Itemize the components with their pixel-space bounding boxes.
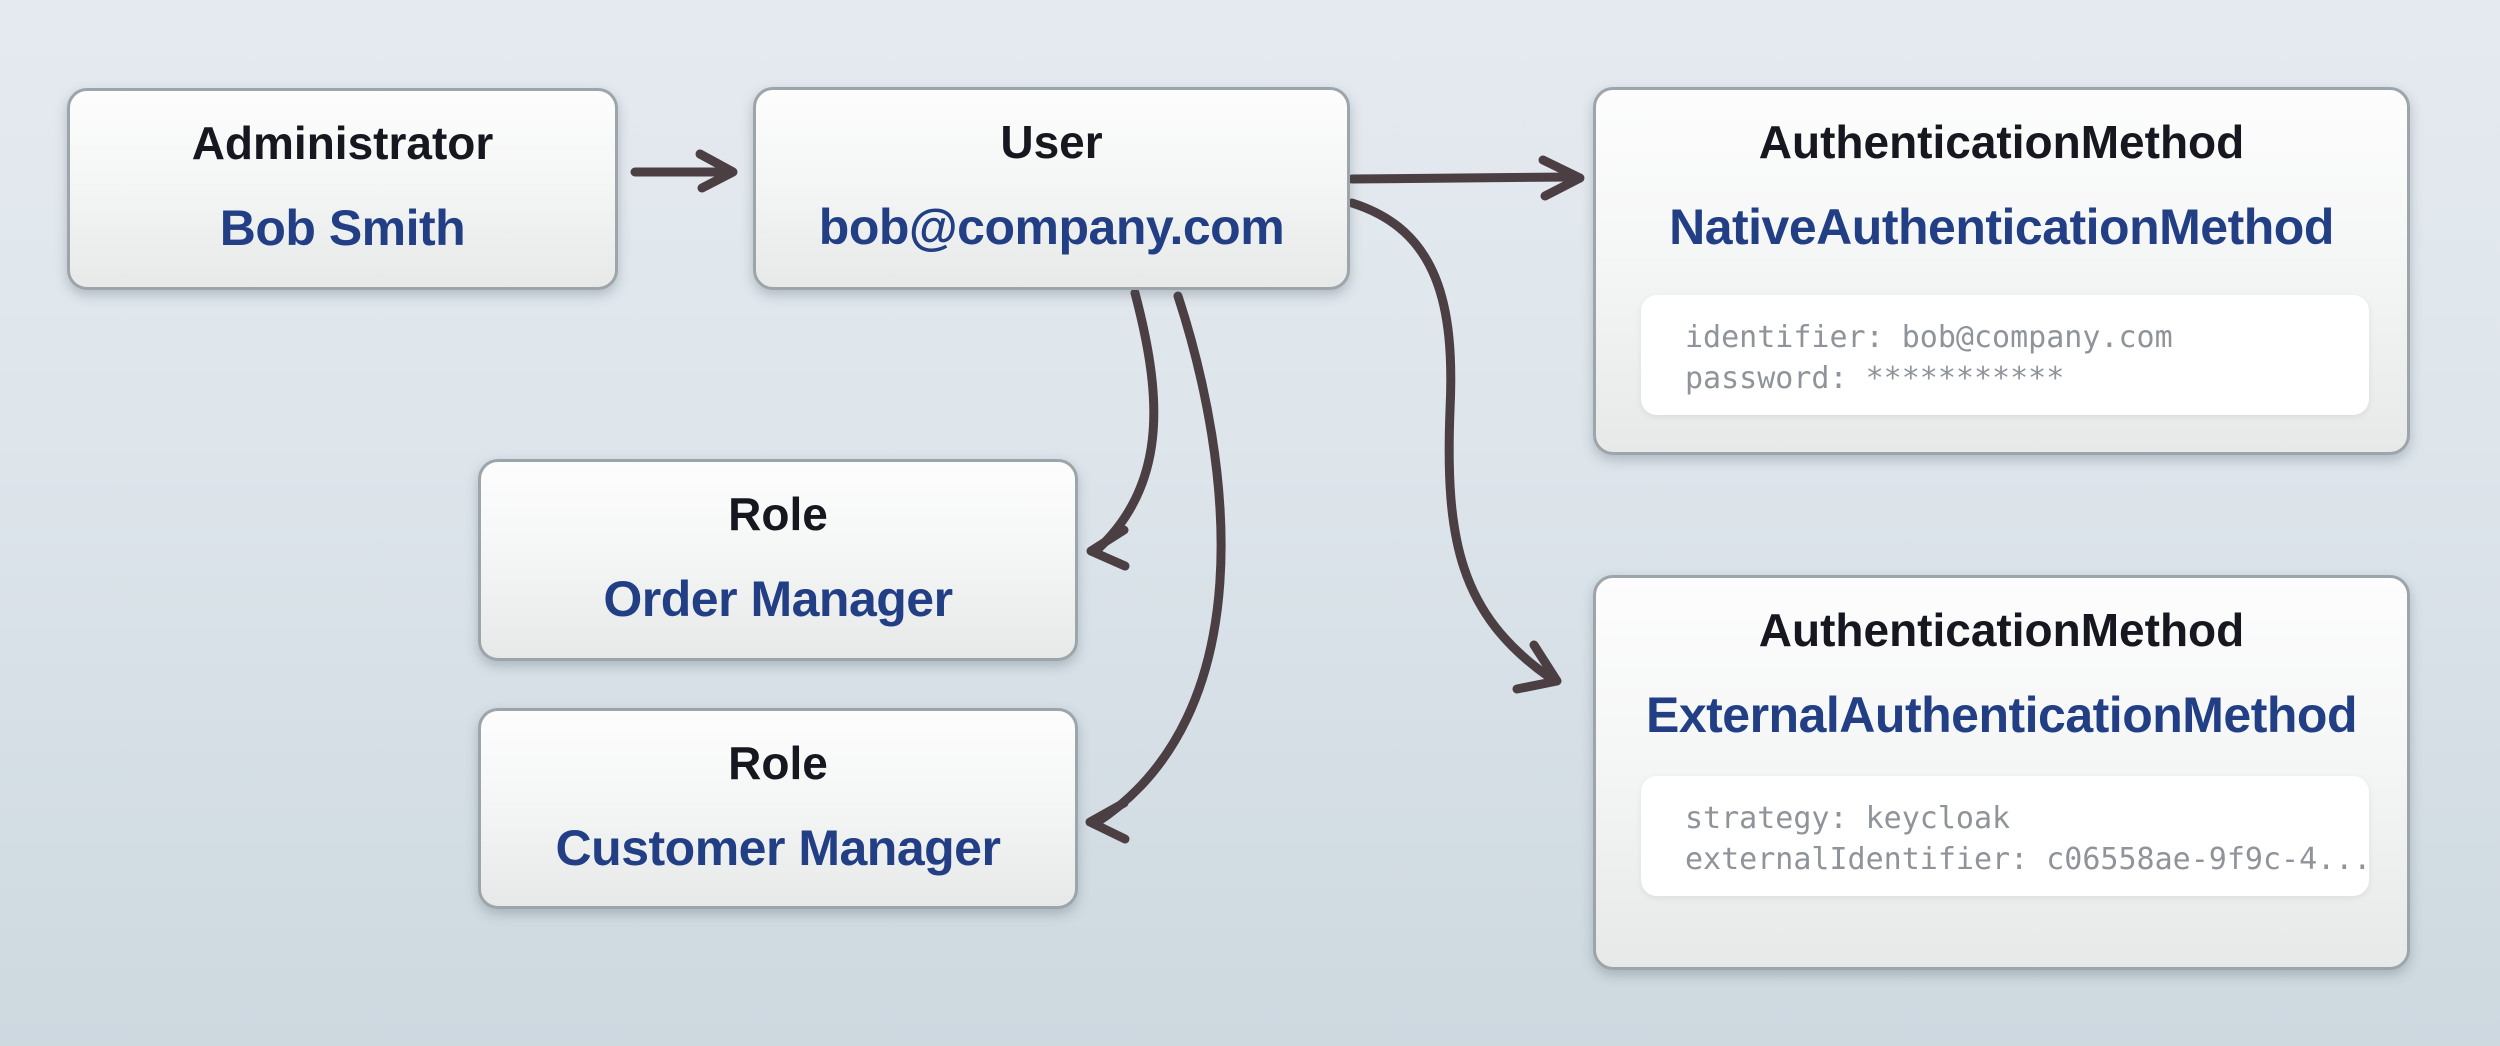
property-password: password: *********** <box>1685 361 2065 396</box>
node-name-label: NativeAuthenticationMethod <box>1669 199 2334 255</box>
node-type-label: Role <box>728 488 828 540</box>
node-name-label: Bob Smith <box>219 200 466 256</box>
node-role-customer-manager: Role Customer Manager <box>478 708 1078 909</box>
node-native-authentication-method: AuthenticationMethod NativeAuthenticatio… <box>1593 87 2410 455</box>
node-external-authentication-method: AuthenticationMethod ExternalAuthenticat… <box>1593 575 2410 970</box>
arrow-user-to-external-auth <box>1347 198 1562 694</box>
node-name-label: ExternalAuthenticationMethod <box>1645 687 2358 743</box>
node-type-label: AuthenticationMethod <box>1758 604 2245 656</box>
node-type-label: Role <box>728 737 828 789</box>
node-role-order-manager: Role Order Manager <box>478 459 1078 661</box>
arrow-administrator-to-user <box>630 149 738 193</box>
node-type-label: Administrator <box>191 117 494 169</box>
property-external-identifier: externalIdentifier: c06558ae-9f9c-4... <box>1685 842 2372 877</box>
properties-panel: identifier: bob@company.com password: **… <box>1641 295 2369 415</box>
property-identifier: identifier: bob@company.com <box>1685 320 2173 355</box>
node-type-label: AuthenticationMethod <box>1758 116 2245 168</box>
node-name-label: bob@company.com <box>818 199 1285 255</box>
node-user: User bob@company.com <box>753 87 1350 290</box>
property-strategy: strategy: keycloak <box>1685 801 2011 836</box>
properties-panel: strategy: keycloak externalIdentifier: c… <box>1641 776 2372 896</box>
arrow-user-to-role-customer <box>1085 291 1226 844</box>
arrow-user-to-native-auth <box>1347 155 1585 201</box>
node-name-label: Customer Manager <box>555 820 1001 876</box>
arrow-user-to-role-order <box>1086 288 1159 571</box>
node-name-label: Order Manager <box>603 571 953 627</box>
node-administrator: Administrator Bob Smith <box>67 88 618 290</box>
node-type-label: User <box>1000 116 1103 168</box>
